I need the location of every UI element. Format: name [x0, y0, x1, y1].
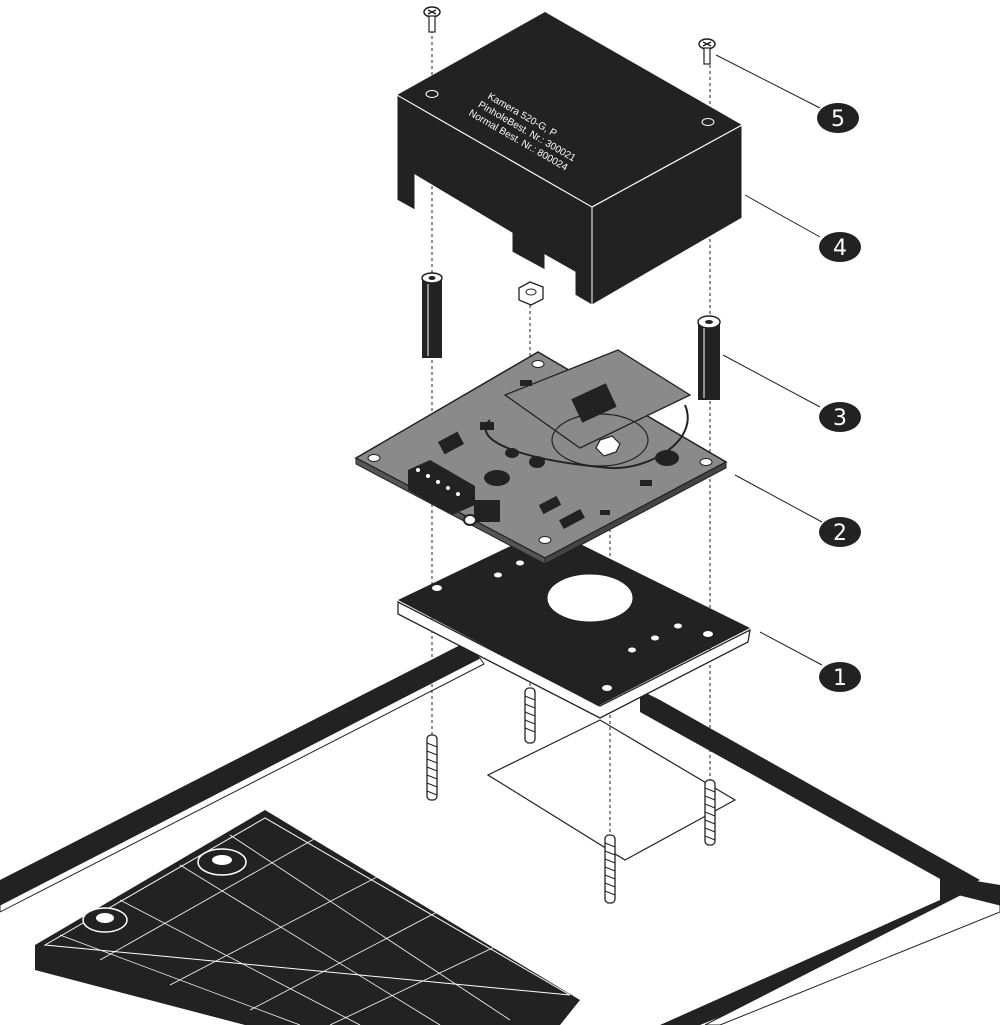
- lens-opening: [546, 573, 634, 623]
- callout-badge-5: 5: [817, 103, 859, 133]
- callout-number: 1: [833, 666, 847, 691]
- housing-cover: Kamera 520-G, P PinholeBest. Nr.: 300021…: [396, 12, 743, 306]
- screws: [423, 6, 716, 65]
- power-jack: [474, 500, 500, 522]
- callout-number: 4: [833, 236, 847, 261]
- callout-number: 5: [831, 107, 845, 132]
- callout-leader-lines: [715, 54, 823, 666]
- hex-nut: [518, 281, 544, 306]
- circuit-board: [354, 349, 728, 565]
- callout-badge-2: 2: [819, 517, 861, 547]
- spacer-standoffs: [421, 272, 721, 400]
- threaded-stud: [604, 834, 616, 904]
- callout-badge-4: 4: [819, 232, 861, 262]
- threaded-stud: [704, 779, 716, 846]
- mounting-frame: [0, 640, 1000, 1025]
- standoff-right: [697, 315, 721, 400]
- threaded-stud: [524, 687, 536, 744]
- callout-badge-3: 3: [819, 402, 861, 432]
- threaded-stud: [426, 734, 438, 801]
- bottom-grid-panel: [35, 810, 580, 1025]
- standoff-left: [421, 272, 443, 358]
- screw-left: [423, 6, 441, 33]
- callout-number: 2: [833, 521, 847, 546]
- base-plate: [397, 528, 751, 719]
- callout-number: 3: [833, 406, 847, 431]
- panel-cutout-outline: [486, 719, 737, 861]
- threaded-studs: [426, 687, 716, 904]
- callout-badge-1: 1: [819, 662, 861, 692]
- terminal-block: [408, 460, 475, 515]
- screw-right: [698, 38, 716, 65]
